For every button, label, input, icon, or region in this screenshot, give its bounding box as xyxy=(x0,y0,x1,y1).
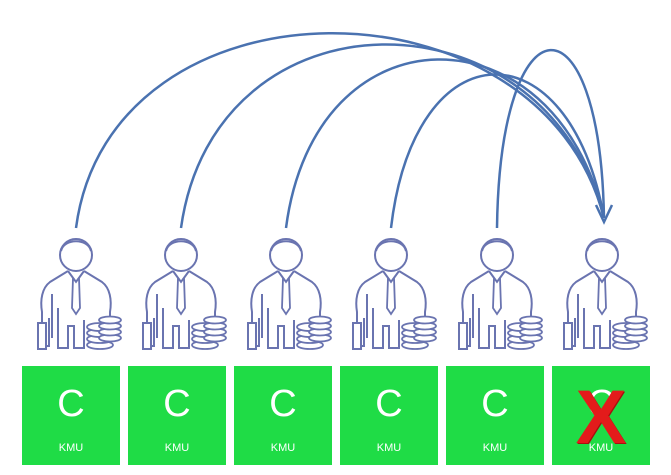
box-letter: C xyxy=(375,383,403,425)
kmu-box-6-crossed: C KMU X xyxy=(552,366,650,465)
arrow-down-icon xyxy=(594,204,614,225)
kmu-box-3: C KMU xyxy=(234,366,332,465)
transfer-arc-5 xyxy=(495,48,606,229)
transfer-arc-3 xyxy=(284,58,606,229)
box-label: KMU xyxy=(376,442,402,454)
businessman-with-coins-icon xyxy=(458,238,543,350)
box-letter: C xyxy=(163,383,191,425)
box-label: KMU xyxy=(164,442,190,454)
transfer-arc-4 xyxy=(389,73,606,229)
businessman-with-coins-icon xyxy=(563,238,648,350)
businessman-with-coins-icon xyxy=(37,238,122,350)
kmu-box-1: C KMU xyxy=(22,366,120,465)
kmu-box-4: C KMU xyxy=(340,366,438,465)
box-label: KMU xyxy=(482,442,508,454)
cross-mark: X xyxy=(575,375,627,460)
box-letter: C xyxy=(587,383,615,425)
box-label: KMU xyxy=(270,442,296,454)
kmu-box-2: C KMU xyxy=(128,366,226,465)
arc-layer xyxy=(74,32,614,229)
transfer-arc-1 xyxy=(74,32,606,229)
box-letter: C xyxy=(481,383,509,425)
businessman-with-coins-icon xyxy=(247,238,332,350)
box-letter: C xyxy=(269,383,297,425)
box-letter: C xyxy=(57,383,85,425)
businessman-with-coins-icon xyxy=(142,238,227,350)
box-label: KMU xyxy=(58,442,84,454)
businessman-with-coins-icon xyxy=(352,238,437,350)
figures-layer xyxy=(37,238,648,350)
box-label: KMU xyxy=(588,442,614,454)
transfer-arc-2 xyxy=(179,43,606,229)
kmu-box-5: C KMU xyxy=(446,366,544,465)
